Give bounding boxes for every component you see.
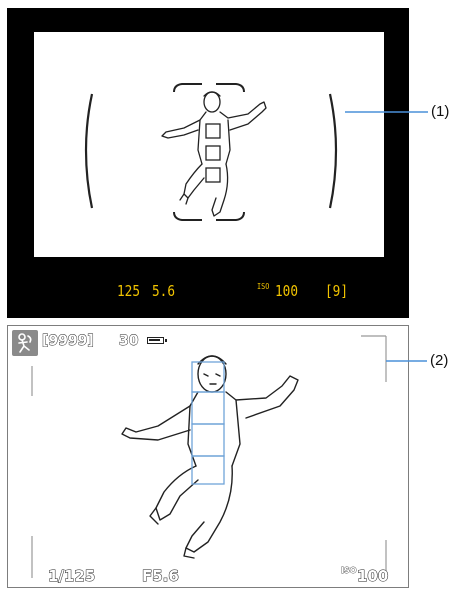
- vf-shutter-value: 125: [117, 282, 141, 300]
- live-view-panel: [9999] 30 1/125 F5.6 ISO 100: [7, 325, 409, 588]
- vf-iso-label: ISO: [257, 282, 270, 291]
- battery-icon: [147, 337, 167, 344]
- af-point-2: [205, 145, 221, 161]
- vf-shots-remaining: [9]: [325, 282, 349, 300]
- af-point-1: [205, 123, 221, 139]
- lv-burst-count: 30: [119, 333, 139, 350]
- zone-corner-tr: [216, 83, 245, 93]
- scene-mode-glyph: [18, 333, 32, 353]
- area-af-frame-left: [84, 93, 94, 209]
- lv-af-point-4: [191, 455, 225, 485]
- zone-corner-tl: [173, 83, 202, 93]
- lv-iso-label: ISO: [341, 566, 357, 576]
- viewfinder-screen: [34, 32, 384, 257]
- viewfinder-panel: 125 5.6 ISO 100 [9]: [7, 8, 409, 318]
- lv-af-points: [191, 361, 225, 485]
- live-view-scene: [31, 335, 387, 578]
- subject-figure: [161, 91, 267, 217]
- af-points: [205, 123, 221, 183]
- callout-label-1: (1): [431, 103, 450, 120]
- scene-mode-icon: [12, 330, 38, 356]
- lv-iso-value: 100: [356, 567, 389, 586]
- viewfinder-scene: [84, 83, 338, 221]
- zone-corner-br: [216, 211, 245, 221]
- viewfinder-info-bar: 125 5.6 ISO 100 [9]: [7, 260, 409, 318]
- vf-iso-value: 100: [275, 282, 299, 300]
- zone-corner-bl: [173, 211, 202, 221]
- area-af-frame-right: [328, 93, 338, 209]
- live-view-frame-marks: [31, 335, 387, 578]
- lv-shots-remaining: [9999]: [42, 333, 95, 350]
- vf-aperture-value: 5.6: [152, 282, 176, 300]
- callout-label-2: (2): [430, 352, 449, 369]
- af-point-3: [205, 167, 221, 183]
- lv-shutter-value: 1/125: [47, 567, 96, 586]
- lv-aperture-value: F5.6: [142, 567, 180, 586]
